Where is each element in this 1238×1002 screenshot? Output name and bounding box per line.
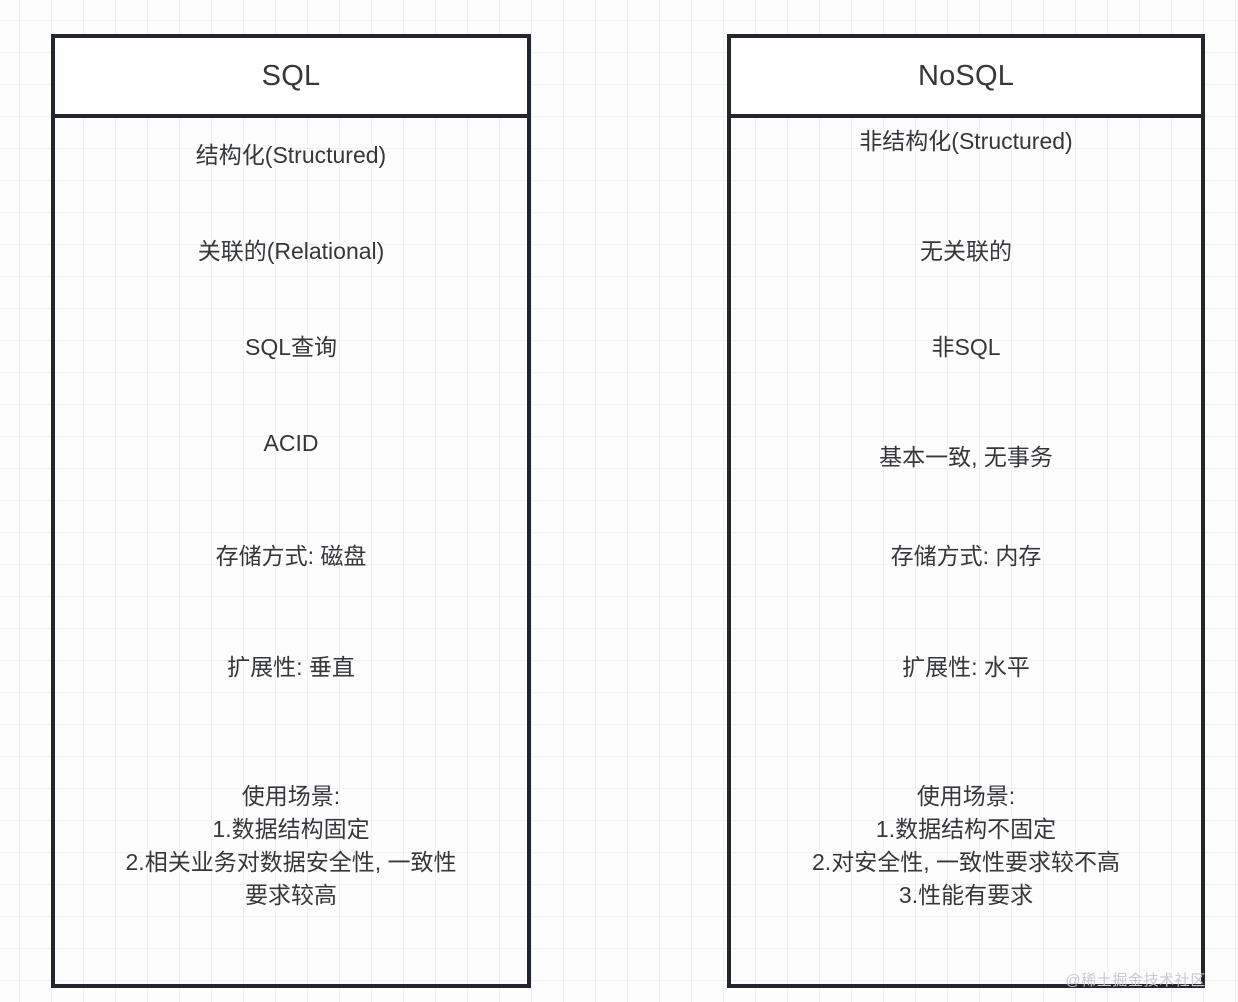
attribute-row: SQL查询 bbox=[244, 334, 338, 360]
watermark: @稀土掘金技术社区 bbox=[1065, 972, 1206, 989]
usecase-heading: 使用场景: bbox=[916, 783, 1016, 809]
comparison-card-nosql: NoSQL 非结构化(Structured) 无关联的 非SQL 基本一致, 无… bbox=[727, 34, 1205, 988]
attribute-row: 非SQL bbox=[931, 334, 1001, 360]
usecase-item: 1.数据结构不固定 bbox=[875, 816, 1057, 842]
attribute-row: 非结构化(Structured) bbox=[859, 128, 1073, 154]
attribute-row: 存储方式: 内存 bbox=[890, 543, 1042, 569]
attribute-row: 基本一致, 无事务 bbox=[879, 444, 1053, 470]
card-title-nosql: NoSQL bbox=[917, 59, 1015, 92]
attribute-row: 扩展性: 垂直 bbox=[227, 654, 355, 680]
usecase-item: 3.性能有要求 bbox=[898, 882, 1034, 908]
usecase-item: 2.对安全性, 一致性要求较不高 bbox=[812, 849, 1120, 875]
usecase-item: 1.数据结构固定 bbox=[212, 816, 370, 842]
usecase-heading: 使用场景: bbox=[241, 783, 341, 809]
comparison-card-sql: SQL 结构化(Structured) 关联的(Relational) SQL查… bbox=[51, 34, 531, 988]
card-body-sql: 结构化(Structured) 关联的(Relational) SQL查询 AC… bbox=[55, 118, 527, 984]
attribute-row: 结构化(Structured) bbox=[195, 142, 387, 168]
card-body-nosql: 非结构化(Structured) 无关联的 非SQL 基本一致, 无事务 存储方… bbox=[731, 118, 1201, 984]
usecase-item: 要求较高 bbox=[245, 882, 337, 908]
attribute-row: 存储方式: 磁盘 bbox=[215, 543, 367, 569]
usecase-block-sql: 使用场景: 1.数据结构固定 2.相关业务对数据安全性, 一致性 要求较高 bbox=[55, 780, 527, 912]
attribute-row: ACID bbox=[263, 430, 319, 456]
usecase-item: 2.相关业务对数据安全性, 一致性 bbox=[125, 849, 457, 875]
usecase-block-nosql: 使用场景: 1.数据结构不固定 2.对安全性, 一致性要求较不高 3.性能有要求 bbox=[731, 780, 1201, 912]
attribute-row: 关联的(Relational) bbox=[197, 238, 385, 264]
card-header-nosql: NoSQL bbox=[731, 38, 1201, 118]
attribute-row: 扩展性: 水平 bbox=[902, 654, 1030, 680]
attribute-row: 无关联的 bbox=[920, 238, 1012, 264]
card-header-sql: SQL bbox=[55, 38, 527, 118]
card-title-sql: SQL bbox=[261, 59, 321, 92]
